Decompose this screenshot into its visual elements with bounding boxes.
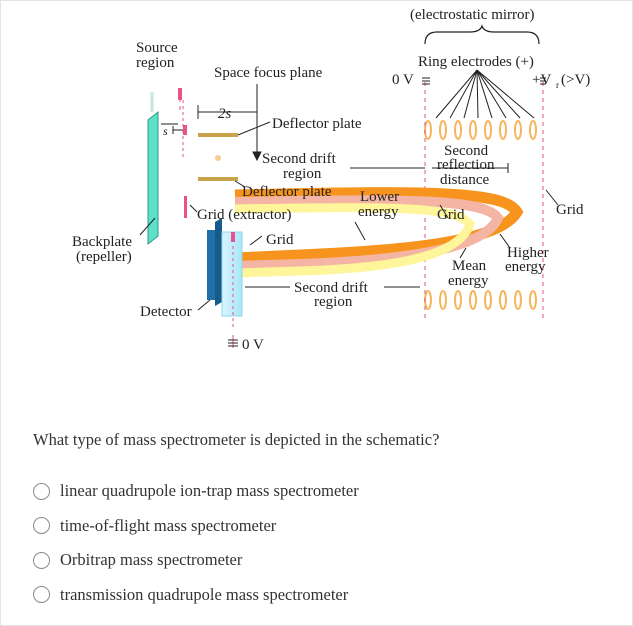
- ring-electrodes-bottom: [424, 290, 537, 310]
- option-label: time-of-flight mass spectrometer: [60, 515, 277, 535]
- label-lower-energy-1: Lower: [360, 189, 399, 205]
- option-label: Orbitrap mass spectrometer: [60, 550, 243, 570]
- label-zero-v-bottom: 0 V: [242, 337, 264, 353]
- radio-button[interactable]: [33, 551, 50, 569]
- mirror-brace: [424, 24, 540, 45]
- label-grid-mirror: Grid: [437, 207, 465, 223]
- label-electrostatic-mirror: (electrostatic mirror): [410, 7, 535, 23]
- label-second-drift-lower-1: Second drift: [294, 280, 369, 296]
- label-second-reflection-3: distance: [440, 172, 489, 188]
- ring-electrodes-top: [424, 120, 537, 140]
- label-backplate-1: Backplate: [72, 234, 132, 250]
- label-higher-energy-2: energy: [505, 259, 546, 275]
- answer-options: linear quadrupole ion-trap mass spectrom…: [33, 474, 359, 612]
- label-deflector-plate-top: Deflector plate: [272, 116, 362, 132]
- label-second-reflection-1: Second: [444, 143, 489, 159]
- option-label: linear quadrupole ion-trap mass spectrom…: [60, 481, 359, 501]
- beam-higher-energy: [234, 187, 524, 264]
- label-second-drift-2: region: [283, 166, 322, 182]
- radio-button[interactable]: [33, 586, 50, 604]
- diagram-labels: (electrostatic mirror) Source region Spa…: [72, 7, 590, 353]
- label-s: s: [163, 124, 168, 138]
- ground-symbol-bottom: [228, 339, 238, 347]
- ring-electrode-wires: [435, 69, 535, 119]
- question-text: What type of mass spectrometer is depict…: [33, 430, 440, 449]
- label-source-region-2: region: [136, 55, 175, 71]
- label-higher-energy-1: Higher: [507, 245, 549, 261]
- label-mean-energy-1: Mean: [452, 258, 487, 274]
- backplate: [147, 92, 159, 246]
- beam-mean-energy: [234, 195, 504, 271]
- reflectron-tof-schematic: (electrostatic mirror) Source region Spa…: [72, 7, 590, 353]
- source-region-markers: [161, 88, 221, 161]
- space-focus-plane: [197, 84, 262, 162]
- label-deflector-plate-bottom: Deflector plate: [242, 184, 332, 200]
- label-lower-energy-2: energy: [358, 204, 399, 220]
- deflector-plates: [198, 121, 271, 188]
- label-second-drift-lower-2: region: [314, 294, 353, 310]
- extractor-grid: [184, 196, 187, 218]
- option-transmission-quadrupole[interactable]: transmission quadrupole mass spectromete…: [33, 578, 359, 613]
- label-detector: Detector: [140, 304, 192, 320]
- label-space-focus-plane: Space focus plane: [214, 65, 323, 81]
- label-vr-sub: r: [556, 80, 559, 90]
- label-second-reflection-2: reflection: [437, 157, 495, 173]
- label-2s: 2s: [218, 106, 232, 122]
- label-grid-extractor: Grid (extractor): [197, 207, 292, 223]
- beam-lower-energy: [234, 203, 476, 278]
- option-label: transmission quadrupole mass spectromete…: [60, 584, 349, 604]
- label-ring-electrodes: Ring electrodes (+): [418, 54, 534, 70]
- radio-button[interactable]: [33, 517, 50, 535]
- label-backplate-2: (repeller): [76, 249, 132, 265]
- option-linear-quadrupole-ion-trap[interactable]: linear quadrupole ion-trap mass spectrom…: [33, 474, 359, 509]
- label-mean-energy-2: energy: [448, 273, 489, 289]
- label-grid-right: Grid: [556, 202, 584, 218]
- detector: [207, 218, 243, 348]
- label-source-region-1: Source: [136, 40, 178, 56]
- ion-beams: [234, 187, 524, 278]
- ground-symbol-top: [422, 77, 546, 85]
- label-second-drift-1: Second drift: [262, 151, 337, 167]
- leader-lines: [139, 163, 559, 311]
- option-orbitrap[interactable]: Orbitrap mass spectrometer: [33, 543, 359, 578]
- label-vr: +V: [532, 72, 551, 88]
- label-grid-detector: Grid: [266, 232, 294, 248]
- label-vr-suffix: (>V): [561, 72, 590, 88]
- option-time-of-flight[interactable]: time-of-flight mass spectrometer: [33, 509, 359, 544]
- radio-button[interactable]: [33, 482, 50, 500]
- label-zero-v-top: 0 V: [392, 72, 414, 88]
